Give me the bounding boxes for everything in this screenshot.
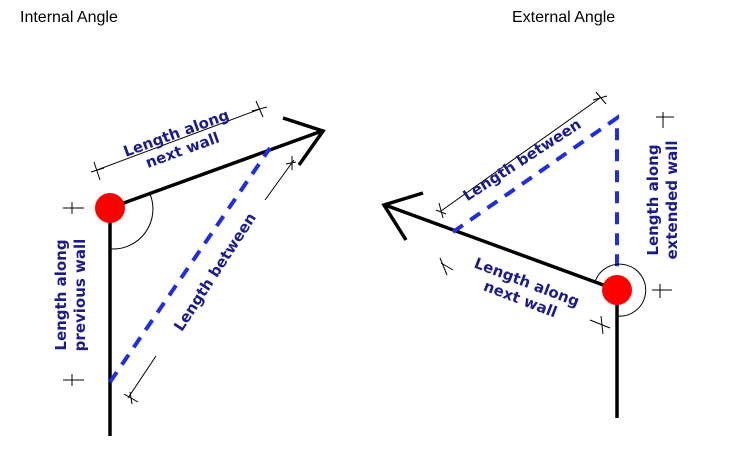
next-wall-dimension xyxy=(90,100,268,181)
length-between-dashed xyxy=(451,114,619,268)
vertex-dot xyxy=(602,275,632,305)
external-between-label: Length between xyxy=(460,115,585,205)
between-dimension xyxy=(123,156,297,405)
internal-angle-title: Internal Angle xyxy=(20,9,118,26)
external-extended-wall-label-2: extended wall xyxy=(663,140,681,259)
angle-arc xyxy=(110,193,154,250)
next-wall xyxy=(109,129,323,210)
between-dimension xyxy=(435,91,608,219)
next-wall xyxy=(384,203,618,292)
internal-previous-wall-label-2: previous wall xyxy=(71,239,89,352)
arrowhead-icon xyxy=(381,191,424,241)
vertex-dot xyxy=(95,193,125,223)
external-angle-diagram: Length between Length along next wall Le… xyxy=(381,91,681,418)
angle-arc xyxy=(594,263,647,317)
external-extended-wall-label: Length along xyxy=(644,144,662,255)
extended-wall-dimension xyxy=(652,112,674,298)
previous-wall-dimension xyxy=(63,202,84,386)
next-wall-dimension xyxy=(439,257,611,335)
arrowhead-icon xyxy=(282,116,326,167)
internal-previous-wall-label: Length along xyxy=(52,239,70,350)
external-angle-title: External Angle xyxy=(512,9,616,26)
length-between-dashed xyxy=(108,146,272,384)
internal-angle-diagram: Length along next wall Length along prev… xyxy=(52,100,326,436)
